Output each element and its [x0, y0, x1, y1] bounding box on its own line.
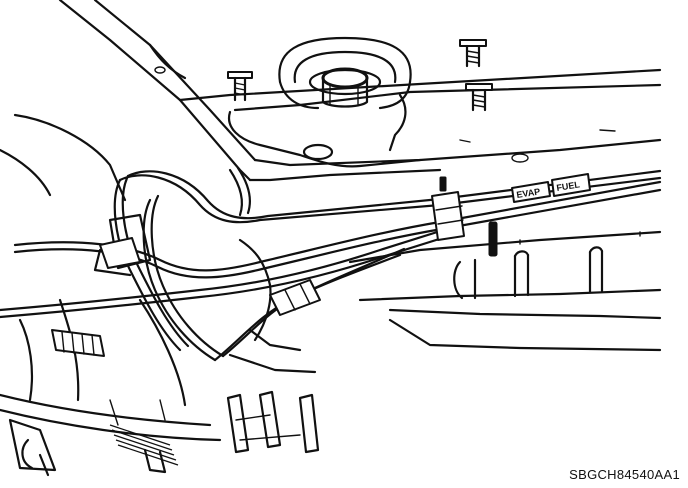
clip-marker — [439, 176, 447, 192]
heat-shield-hatching — [109, 424, 179, 474]
line-tag-fuel: FUEL — [551, 173, 591, 197]
line-tag-evap-text: EVAP — [516, 186, 541, 200]
engine-block — [0, 113, 317, 442]
bolt-right-lower — [465, 83, 493, 112]
line-clamp-rear — [431, 191, 465, 241]
hanger-rod — [488, 221, 498, 257]
connector-block-left — [51, 329, 105, 357]
line-clamp-front — [269, 279, 321, 316]
line-tag-fuel-text: FUEL — [556, 179, 581, 193]
strut-tower — [278, 36, 412, 110]
line-bracket-mid — [99, 237, 141, 269]
bolt-right-upper — [459, 39, 487, 68]
exhaust-hanger-brackets — [226, 390, 320, 454]
underbody-panel — [58, 0, 662, 182]
crossmember — [348, 176, 662, 352]
fuel-lines — [0, 166, 662, 362]
bracket-lower-left — [8, 418, 57, 477]
bolt-left — [227, 71, 253, 102]
line-tag-evap: EVAP — [511, 181, 551, 203]
reference-code: SBGCH84540AA1 — [569, 467, 680, 482]
